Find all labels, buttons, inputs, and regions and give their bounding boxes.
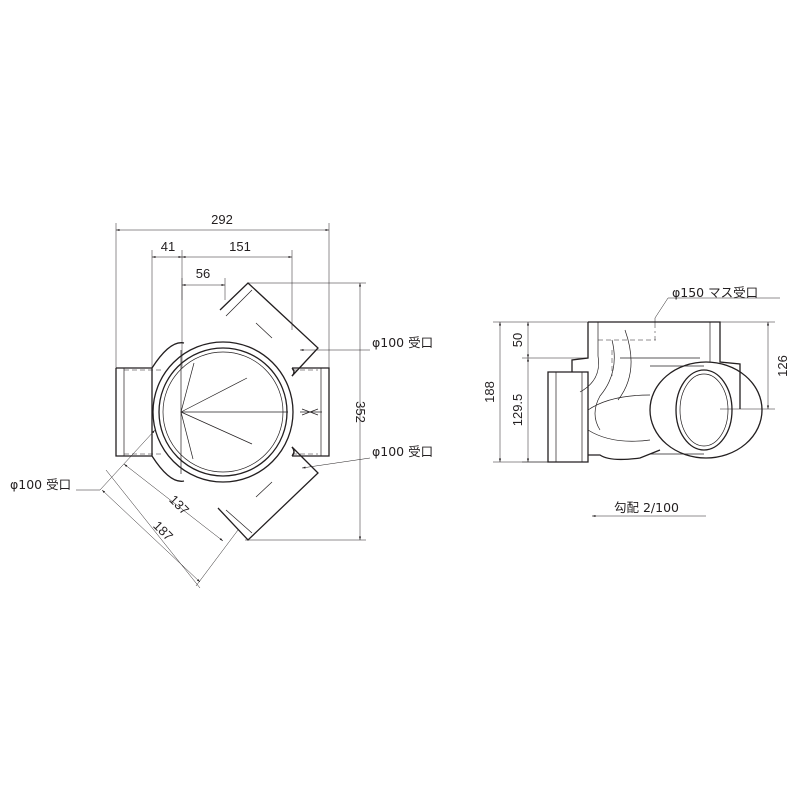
label-left-inlet: φ100 受口: [10, 477, 71, 492]
dim-352: 352: [353, 401, 368, 423]
side-dimension-lines: [498, 322, 770, 462]
leader-top-inlet: [654, 297, 780, 319]
plan-dimension-lines: [101, 228, 362, 589]
plan-extension-lines: [115, 223, 366, 541]
label-slope: 勾配 2/100: [614, 500, 679, 515]
dim-126: 126: [775, 355, 790, 377]
dim-129-5: 129.5: [510, 394, 525, 427]
side-view: φ150 マス受口 勾配 2/100 188 129.5 50 126: [482, 285, 790, 518]
label-lower-right-inlet: φ100 受口: [372, 444, 433, 459]
dim-41: 41: [161, 239, 175, 254]
dim-56: 56: [196, 266, 210, 281]
dim-151: 151: [229, 239, 251, 254]
dim-188: 188: [482, 381, 497, 403]
plan-leaders: [76, 348, 371, 491]
dim-292: 292: [211, 212, 233, 227]
side-body: [547, 318, 763, 463]
plan-view: 292 41 151 56 352 137 187 φ100 受口 φ100 受…: [10, 212, 433, 589]
dim-50: 50: [510, 333, 525, 347]
dim-187: 187: [150, 518, 176, 544]
label-top-inlet: φ150 マス受口: [672, 285, 758, 300]
side-extension-lines: [493, 321, 775, 463]
plan-body: [115, 282, 330, 541]
label-upper-right-inlet: φ100 受口: [372, 335, 433, 350]
